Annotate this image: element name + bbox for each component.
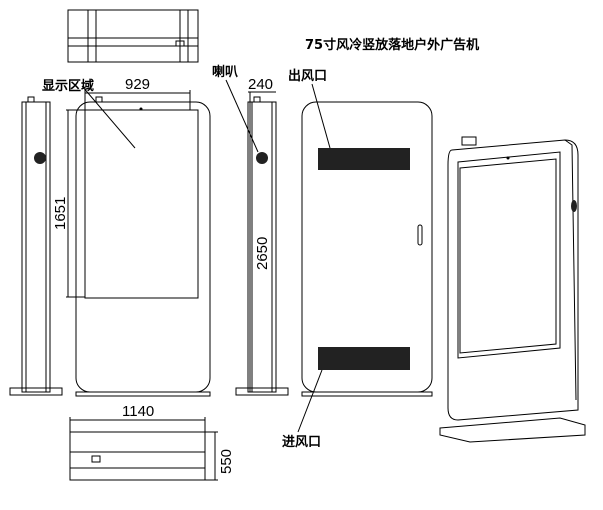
- side-depth-dimension: 240: [248, 76, 273, 93]
- display-area-label: 显示区域: [42, 78, 94, 94]
- back-view: [297, 83, 433, 433]
- total-height-dimension: 2650: [254, 237, 271, 270]
- bottom-view: [69, 417, 218, 481]
- left-side-view: [9, 96, 63, 396]
- right-side-view: [225, 79, 289, 396]
- speaker-icon: [256, 152, 268, 164]
- front-view: [66, 85, 251, 397]
- air-inlet-label: 进风口: [282, 435, 321, 450]
- air-outlet-vent: [318, 148, 410, 170]
- speaker-icon: [34, 152, 46, 164]
- top-view: [67, 9, 199, 63]
- base-width-dimension: 1140: [122, 403, 154, 420]
- screen-height-dimension: 1651: [52, 197, 69, 230]
- perspective-view: [439, 136, 586, 443]
- air-outlet-label: 出风口: [288, 68, 327, 84]
- air-inlet-vent: [318, 347, 410, 370]
- speaker-label: 喇叭: [212, 64, 238, 80]
- base-depth-dimension: 550: [218, 449, 235, 474]
- drawing-title: 75寸风冷竖放落地户外广告机: [305, 37, 479, 53]
- screen-width-dimension: 929: [125, 76, 150, 93]
